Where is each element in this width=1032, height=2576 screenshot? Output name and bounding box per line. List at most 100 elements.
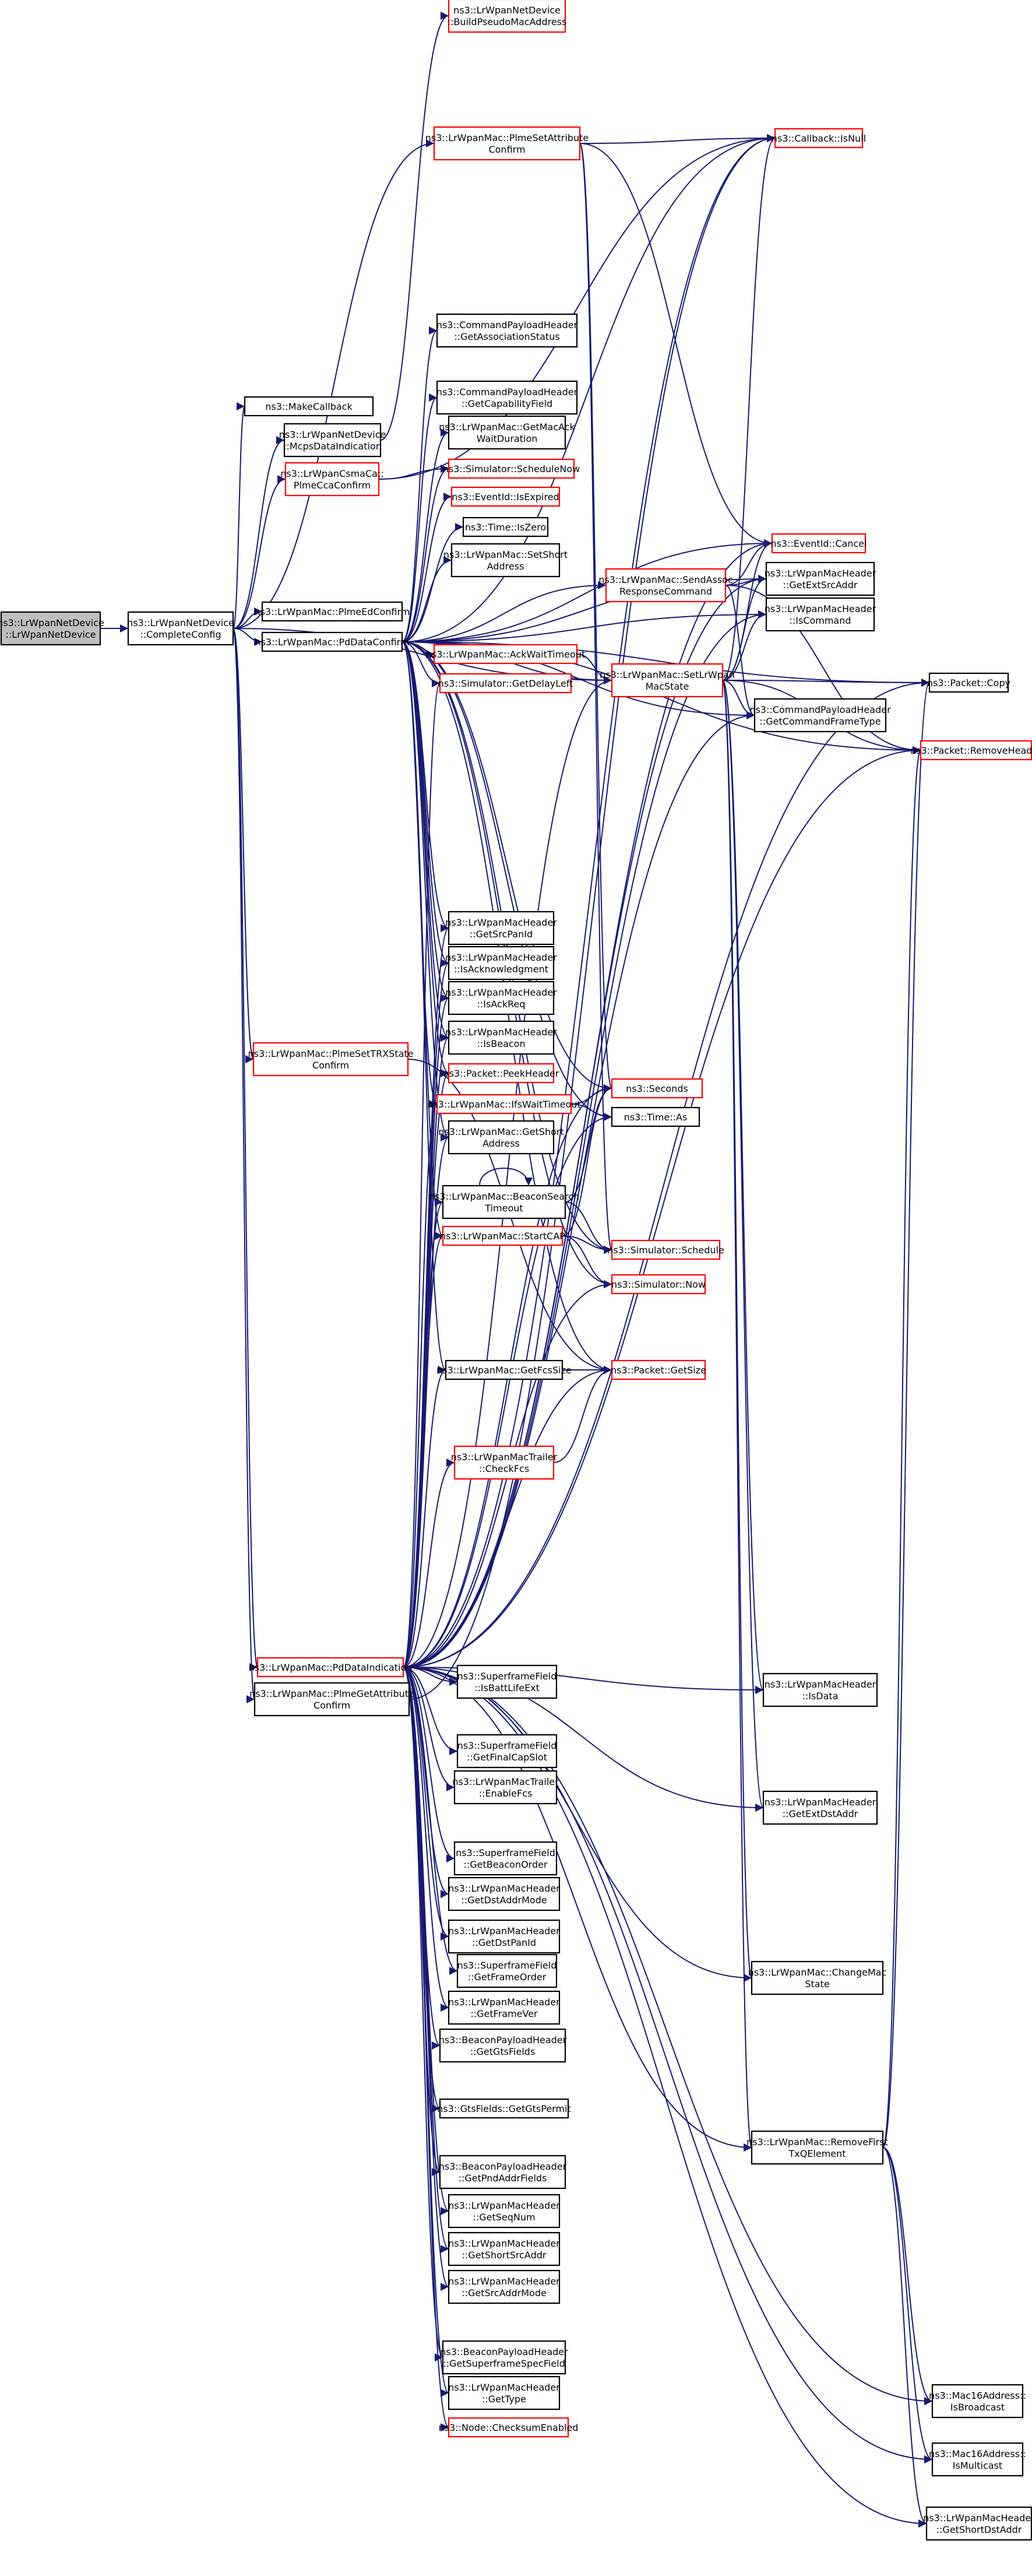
node-label: ns3::LrWpanMacHeader — [448, 1997, 560, 2008]
node-box — [611, 1106, 700, 1127]
node-label: ns3::SuperframeField — [457, 1671, 557, 1682]
node-plmeccaconfirm[interactable]: ns3::LrWpanCsmaCa::PlmeCcaConfirm — [280, 462, 384, 497]
node-isbattlife[interactable]: ns3::SuperframeField::IsBattLifeExt — [456, 1664, 558, 1699]
edge-removefirst-to-ismulticast — [882, 2147, 933, 2463]
node-schedulenow[interactable]: ns3::Simulator::ScheduleNow — [443, 458, 580, 479]
node-getdelayleft[interactable]: ns3::Simulator::GetDelayLeft — [438, 673, 573, 694]
node-removeheader[interactable]: ns3::Packet::RemoveHeader — [910, 740, 1032, 761]
node-getgtspermit[interactable]: ns3::GtsFields::GetGtsPermit — [437, 2098, 571, 2119]
node-schedule[interactable]: ns3::Simulator::Schedule — [607, 1239, 724, 1260]
node-label: ns3::SuperframeField — [457, 1740, 557, 1751]
node-label: ns3::LrWpanMacHeader — [445, 917, 557, 928]
node-isdata[interactable]: ns3::LrWpanMacHeader::IsData — [762, 1672, 878, 1707]
node-peekheader[interactable]: ns3::Packet::PeekHeader — [443, 1063, 559, 1084]
node-completeconfig[interactable]: ns3::LrWpanNetDevice::CompleteConfig — [127, 611, 234, 646]
edge-pddataind-to-getdelayleft — [403, 679, 441, 1668]
edge-pddataconfirm-to-schedulenow — [401, 465, 449, 642]
node-label: ns3::Packet::GetSize — [611, 1365, 706, 1376]
node-plmeedconfirm[interactable]: ns3::LrWpanMac::PlmeEdConfirm — [255, 601, 410, 622]
node-getfcssize[interactable]: ns3::LrWpanMac::GetFcsSize — [436, 1359, 572, 1380]
node-label: ns3::CommandPayloadHeader — [749, 704, 891, 715]
node-getbeaconorder[interactable]: ns3::SuperframeField::GetBeaconOrder — [453, 1841, 558, 1876]
node-getsuperframe[interactable]: ns3::BeaconPayloadHeader::GetSuperframeS… — [440, 2340, 568, 2375]
edge-setattrconfirm-to-isnull — [579, 134, 776, 144]
node-isnull[interactable]: ns3::Callback::IsNull — [772, 128, 866, 149]
node-isack[interactable]: ns3::LrWpanMacHeader::IsAcknowledgment — [445, 946, 557, 981]
node-getfinalcap[interactable]: ns3::SuperframeField::GetFinalCapSlot — [456, 1734, 558, 1769]
node-root[interactable]: ns3::LrWpanNetDevice::LrWpanNetDevice — [0, 611, 104, 646]
node-getseqnum[interactable]: ns3::LrWpanMacHeader::GetSeqNum — [448, 2194, 560, 2229]
node-getcmdframetype[interactable]: ns3::CommandPayloadHeader::GetCommandFra… — [749, 698, 891, 733]
node-getsrcpanid[interactable]: ns3::LrWpanMacHeader::GetSrcPanId — [445, 911, 557, 946]
node-label: ns3::LrWpanMacHeader — [765, 1797, 876, 1808]
node-box — [244, 396, 374, 417]
node-enablefcs[interactable]: ns3::LrWpanMacTrailer::EnableFcs — [452, 1770, 559, 1805]
node-ifswait[interactable]: ns3::LrWpanMac::IfsWaitTimeout — [427, 1094, 581, 1115]
node-getsrcaddrmode[interactable]: ns3::LrWpanMacHeader::GetSrcAddrMode — [448, 2269, 560, 2304]
edge-setlrwpan-to-isnull — [722, 134, 776, 681]
node-getshortdst[interactable]: ns3::LrWpanMacHeader::GetShortDstAddr — [923, 2506, 1032, 2541]
node-label: ns3::LrWpanMac::PlmeSetAttribute — [425, 132, 589, 143]
node-isbeacon[interactable]: ns3::LrWpanMacHeader::IsBeacon — [445, 1020, 557, 1055]
node-eventcancel[interactable]: ns3::EventId::Cancel — [770, 533, 867, 554]
node-label: IsMulticast — [953, 2460, 1002, 2471]
node-getextdst[interactable]: ns3::LrWpanMacHeader::GetExtDstAddr — [762, 1790, 878, 1825]
node-buildpseudo[interactable]: ns3::LrWpanNetDevice::BuildPseudoMacAddr… — [448, 0, 567, 33]
node-isbroadcast[interactable]: ns3::Mac16Address::IsBroadcast — [929, 2384, 1026, 2419]
node-checkfcs[interactable]: ns3::LrWpanMacTrailer::CheckFcs — [451, 1445, 558, 1480]
node-timeas[interactable]: ns3::Time::As — [611, 1106, 700, 1127]
node-box — [252, 1042, 409, 1077]
node-isexpired[interactable]: ns3::EventId::IsExpired — [450, 486, 561, 507]
node-gettype[interactable]: ns3::LrWpanMacHeader::GetType — [448, 2375, 560, 2410]
node-box — [448, 2417, 569, 2438]
node-getassocstatus[interactable]: ns3::CommandPayloadHeader::GetAssociatio… — [436, 313, 578, 348]
node-simnow[interactable]: ns3::Simulator::Now — [611, 1274, 706, 1295]
node-getdstpanid[interactable]: ns3::LrWpanMacHeader::GetDstPanId — [448, 1919, 560, 1954]
node-getcapfield[interactable]: ns3::CommandPayloadHeader::GetCapability… — [436, 380, 578, 415]
node-getsize[interactable]: ns3::Packet::GetSize — [611, 1359, 706, 1380]
edge-setattrconfirm-to-eventcancel — [579, 143, 773, 547]
node-iszero[interactable]: ns3::Time::IsZero — [462, 516, 549, 537]
node-label: ns3::LrWpanMacTrailer — [451, 1452, 558, 1463]
node-label: ns3::LrWpanMac::SendAssoc — [598, 574, 733, 585]
node-getdstaddrmode[interactable]: ns3::LrWpanMacHeader::GetDstAddrMode — [448, 1876, 560, 1911]
node-getgtsfields[interactable]: ns3::BeaconPayloadHeader::GetGtsFields — [439, 2028, 567, 2063]
edge-removefirst-to-isbroadcast — [882, 2147, 933, 2405]
node-pddataind[interactable]: ns3::LrWpanMac::PdDataIndication — [249, 1657, 413, 1678]
node-packetcopy[interactable]: ns3::Packet::Copy — [927, 672, 1010, 693]
node-box — [928, 672, 1009, 693]
node-getpndaddr[interactable]: ns3::BeaconPayloadHeader::GetPndAddrFiel… — [439, 2155, 567, 2190]
node-acktimeout[interactable]: ns3::LrWpanMac::AckWaitTimeout — [426, 644, 585, 665]
node-label: ns3::Mac16Address:: — [929, 2390, 1026, 2401]
node-getframeorder[interactable]: ns3::SuperframeField::GetFrameOrder — [456, 1953, 558, 1988]
edge-pddataind-to-startcap — [403, 1232, 443, 1668]
node-pddataconfirm[interactable]: ns3::LrWpanMac::PdDataConfirm — [255, 631, 410, 652]
node-getframever[interactable]: ns3::LrWpanMacHeader::GetFrameVer — [448, 1990, 560, 2025]
node-label: Timeout — [484, 1203, 523, 1214]
edge-pddataconfirm-to-getmacackwait — [401, 428, 449, 642]
node-isackreq[interactable]: ns3::LrWpanMacHeader::IsAckReq — [445, 981, 557, 1015]
edge-pddataind-to-removeheader — [403, 746, 921, 1668]
node-mcpsdataind[interactable]: ns3::LrWpanNetDevice::McpsDataIndication — [279, 423, 386, 458]
node-iscommand[interactable]: ns3::LrWpanMacHeader::IsCommand — [765, 597, 876, 632]
node-ismulticast[interactable]: ns3::Mac16Address::IsMulticast — [929, 2442, 1026, 2477]
node-seconds[interactable]: ns3::Seconds — [611, 1078, 703, 1099]
node-label: ns3::LrWpanMac::RemoveFirst — [746, 2136, 888, 2148]
node-makecallback[interactable]: ns3::MakeCallback — [244, 396, 374, 417]
node-getextsrc[interactable]: ns3::LrWpanMacHeader::GetExtSrcAddr — [765, 561, 876, 596]
node-getshortsrc[interactable]: ns3::LrWpanMacHeader::GetShortSrcAddr — [448, 2231, 560, 2266]
node-startcap[interactable]: ns3::LrWpanMac::StartCAP — [440, 1225, 565, 1246]
node-label: ::GetType — [482, 2394, 526, 2405]
node-checksum[interactable]: ns3::Node::ChecksumEnabled — [439, 2417, 579, 2438]
